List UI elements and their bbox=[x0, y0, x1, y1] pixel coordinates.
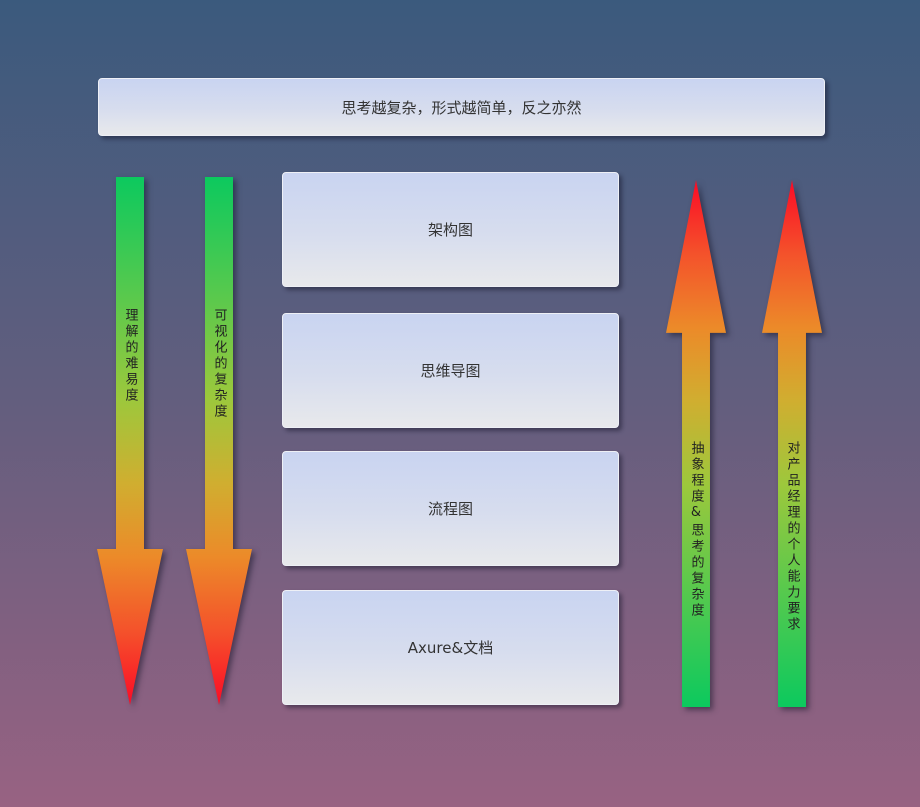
box-mind-map: 思维导图 bbox=[282, 313, 619, 428]
title-banner-text: 思考越复杂，形式越简单，反之亦然 bbox=[341, 98, 582, 117]
arrow-pm-personal-ability: 对产品经理的个人能力要求 bbox=[762, 180, 822, 707]
arrow-understanding-difficulty: 理解的难易度 bbox=[97, 177, 163, 705]
arrow-label: 可视化的复杂度 bbox=[211, 308, 227, 420]
arrow-visualization-complexity: 可视化的复杂度 bbox=[186, 177, 252, 705]
box-label: Axure&文档 bbox=[407, 639, 494, 657]
box-axure-document: Axure&文档 bbox=[282, 590, 619, 705]
arrow-label: 对产品经理的个人能力要求 bbox=[784, 441, 800, 633]
box-architecture-diagram: 架构图 bbox=[282, 172, 619, 287]
down-arrow-icon bbox=[186, 177, 252, 705]
arrow-abstraction-thinking-complexity: 抽象程度&思考的复杂度 bbox=[666, 180, 726, 707]
down-arrow-icon bbox=[97, 177, 163, 705]
box-label: 架构图 bbox=[427, 221, 473, 239]
arrow-label: 理解的难易度 bbox=[122, 308, 138, 404]
arrow-label: 抽象程度&思考的复杂度 bbox=[688, 441, 704, 619]
box-label: 流程图 bbox=[427, 500, 473, 518]
title-banner: 思考越复杂，形式越简单，反之亦然 bbox=[98, 78, 825, 136]
box-flowchart: 流程图 bbox=[282, 451, 619, 566]
box-label: 思维导图 bbox=[420, 362, 481, 380]
